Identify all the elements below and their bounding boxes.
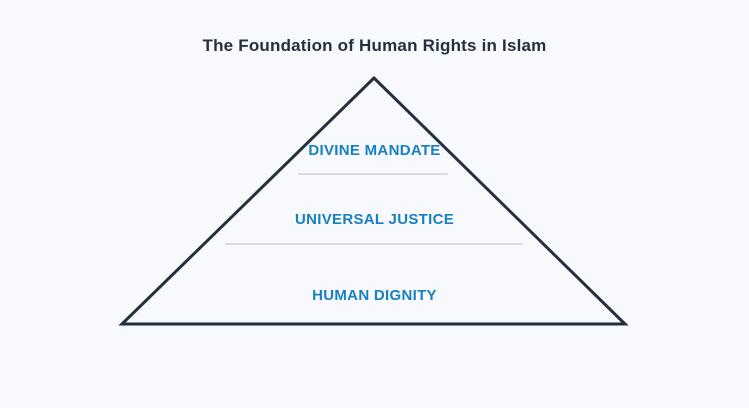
diagram-title: The Foundation of Human Rights in Islam	[202, 36, 547, 55]
pyramid-level-human-dignity: HUMAN DIGNITY	[312, 287, 437, 304]
pyramid-level-divine-mandate: DIVINE MANDATE	[308, 142, 441, 159]
pyramid-triangle-shape	[118, 75, 629, 326]
pyramid-level-universal-justice: UNIVERSAL JUSTICE	[294, 211, 455, 228]
level-divider-bottom	[225, 243, 523, 245]
level-divider-top	[298, 173, 448, 175]
